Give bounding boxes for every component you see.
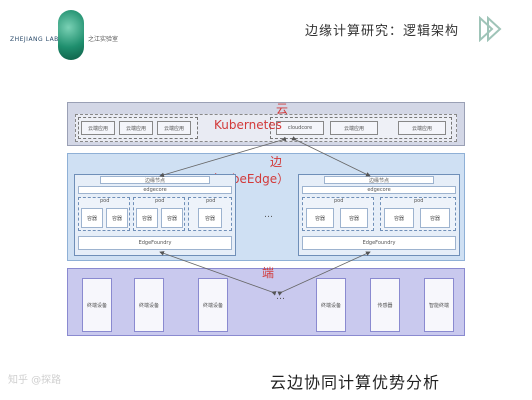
pod-label: pod — [206, 198, 216, 204]
container-cell: 容器 — [136, 208, 158, 228]
watermark: 知乎 @探路 — [8, 375, 62, 386]
container-cell: 容器 — [161, 208, 183, 228]
pod-label: pod — [414, 198, 424, 204]
edge-ellipsis: … — [264, 210, 273, 220]
edge-node-title: 边缘节点 — [100, 176, 210, 184]
edge-layer-label: 边 — [270, 155, 283, 169]
slide-title: 边缘计算研究：逻辑架构 — [305, 24, 460, 39]
device-card: 终端设备 — [316, 278, 346, 332]
container-cell: 容器 — [384, 208, 414, 228]
cloud-module: 云端应用 — [119, 121, 153, 135]
logo-text: ZHEJIANG LAB — [10, 36, 59, 43]
container-cell: 容器 — [198, 208, 222, 228]
logo-chinese-name: 之江实验室 — [88, 36, 119, 43]
pod-label: pod — [334, 198, 344, 204]
container-cell: 容器 — [340, 208, 368, 228]
device-layer-label: 端 — [262, 266, 275, 280]
slide-caption: 云边协同计算优势分析 — [270, 373, 441, 392]
pod-label: pod — [100, 198, 110, 204]
chevron-decoration-icon — [479, 16, 502, 42]
cloudcore-module: cloudcore — [276, 121, 324, 135]
edge-node-title: 边缘节点 — [324, 176, 434, 184]
device-card: 传感器 — [370, 278, 400, 332]
cloud-module: 云端应用 — [398, 121, 446, 135]
device-card: 终端设备 — [198, 278, 228, 332]
device-card: 智能终端 — [424, 278, 454, 332]
edgecore-box: edgecore — [78, 186, 232, 194]
container-cell: 容器 — [81, 208, 103, 228]
edgefoundry-box: EdgeFoundry — [78, 236, 232, 250]
device-ellipsis: … — [276, 292, 285, 302]
cloud-module: 云端应用 — [157, 121, 191, 135]
cloud-module: 云端应用 — [81, 121, 115, 135]
kubernetes-label: Kubernetes — [214, 118, 282, 132]
container-cell: 容器 — [420, 208, 450, 228]
cloud-module: 云端应用 — [330, 121, 378, 135]
edgecore-box: edgecore — [302, 186, 456, 194]
container-cell: 容器 — [306, 208, 334, 228]
lab-logo-icon — [58, 10, 84, 60]
pod-label: pod — [155, 198, 165, 204]
device-card: 终端设备 — [82, 278, 112, 332]
edgefoundry-box: EdgeFoundry — [302, 236, 456, 250]
device-card: 终端设备 — [134, 278, 164, 332]
container-cell: 容器 — [106, 208, 128, 228]
cloud-layer-label: 云 — [276, 102, 289, 116]
